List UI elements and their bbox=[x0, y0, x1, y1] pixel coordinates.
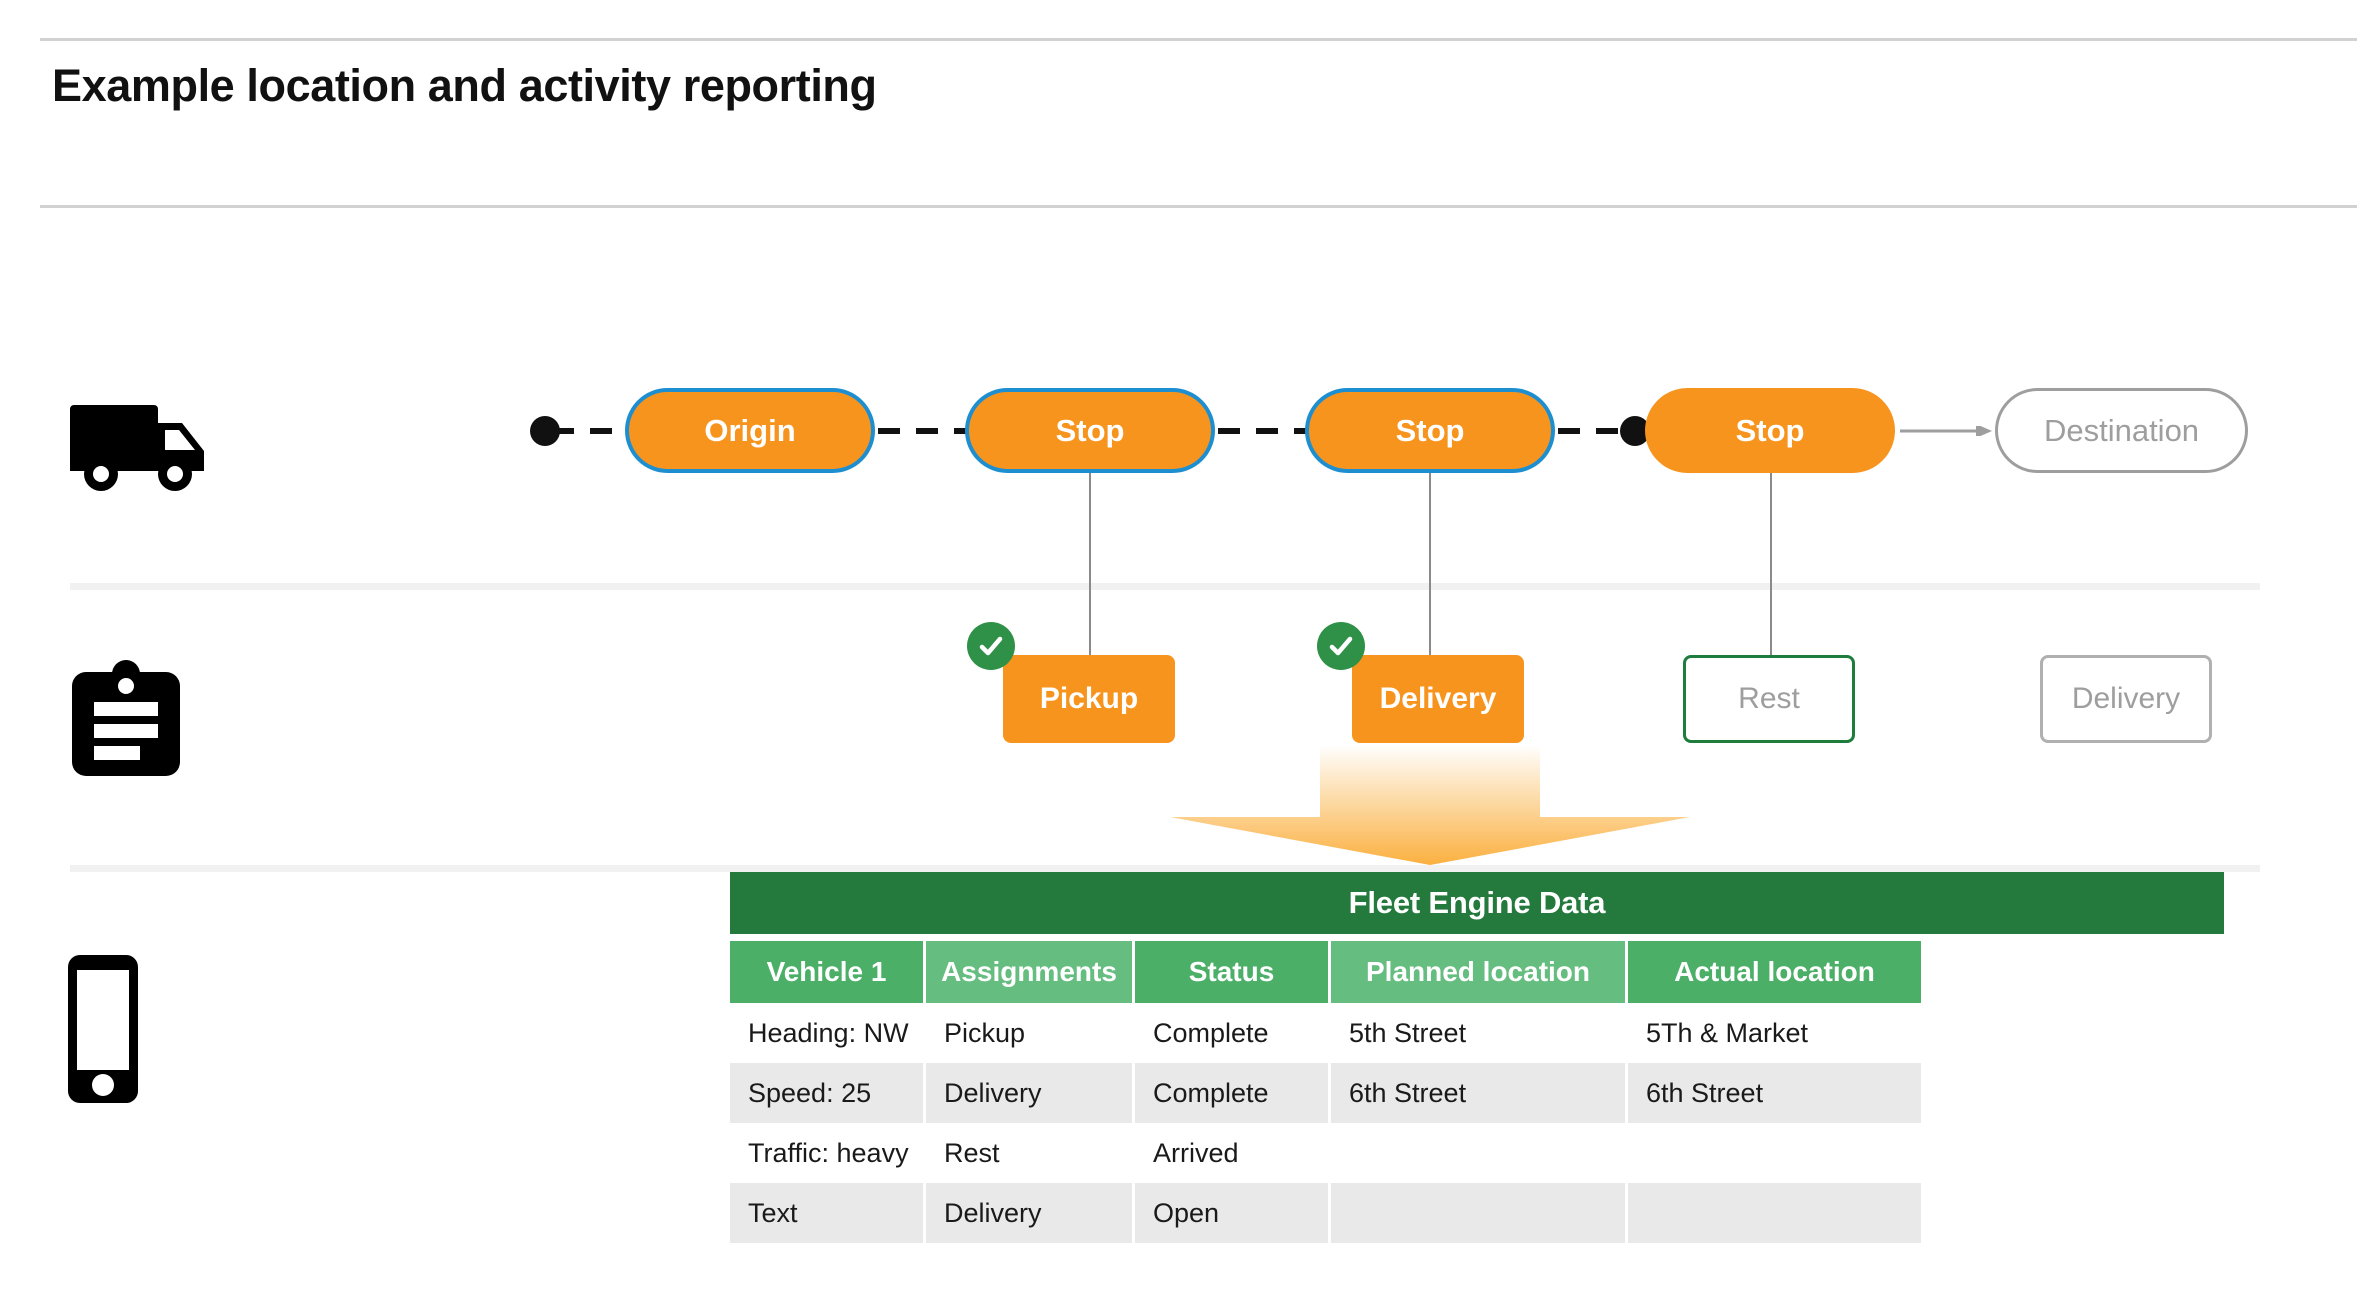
table-cell bbox=[1628, 1183, 1921, 1243]
route-stop-1[interactable]: Stop bbox=[965, 388, 1215, 473]
activity-card-label: Delivery bbox=[1379, 682, 1497, 715]
route-dash-segment bbox=[552, 428, 630, 434]
table-column-header-actual-location[interactable]: Actual location bbox=[1628, 941, 1921, 1003]
table-cell: Rest bbox=[926, 1123, 1135, 1183]
table-cell: Complete bbox=[1135, 1003, 1331, 1063]
route-destination[interactable]: Destination bbox=[1995, 388, 2248, 473]
table-cell: Traffic: heavy bbox=[730, 1123, 926, 1183]
activity-card-pickup[interactable]: Pickup bbox=[1003, 655, 1175, 743]
table-row[interactable]: Heading: NW Pickup Complete 5th Street 5… bbox=[730, 1003, 2224, 1063]
table-cell: Open bbox=[1135, 1183, 1331, 1243]
table-cell: 6th Street bbox=[1628, 1063, 1921, 1123]
table-cell bbox=[1331, 1123, 1628, 1183]
table-cell: Pickup bbox=[926, 1003, 1135, 1063]
check-circle-icon bbox=[967, 622, 1015, 670]
route-stop-label: Stop bbox=[1735, 412, 1805, 448]
table-cell bbox=[1628, 1123, 1921, 1183]
table-body: Heading: NW Pickup Complete 5th Street 5… bbox=[730, 1003, 2224, 1243]
route-stop-3[interactable]: Stop bbox=[1645, 388, 1895, 473]
route-stop-2[interactable]: Stop bbox=[1305, 388, 1555, 473]
activity-card-label: Pickup bbox=[1039, 682, 1139, 715]
activity-card-delivery[interactable]: Delivery bbox=[1352, 655, 1524, 743]
table-cell: Text bbox=[730, 1183, 926, 1243]
route-dash-segment bbox=[1218, 428, 1308, 434]
truck-icon bbox=[70, 405, 220, 510]
table-row[interactable]: Text Delivery Open bbox=[730, 1183, 2224, 1243]
table-column-header-planned-location[interactable]: Planned location bbox=[1331, 941, 1628, 1003]
table-cell: 5th Street bbox=[1331, 1003, 1628, 1063]
route-to-activity-connector bbox=[1770, 473, 1772, 658]
clipboard-icon bbox=[70, 660, 182, 783]
table-cell: Heading: NW bbox=[730, 1003, 926, 1063]
route-stop-label: Stop bbox=[1395, 412, 1465, 448]
table-column-header-status[interactable]: Status bbox=[1135, 941, 1331, 1003]
table-cell: Delivery bbox=[926, 1183, 1135, 1243]
route-to-activity-connector bbox=[1429, 473, 1431, 658]
header-top-rule bbox=[40, 38, 2357, 41]
activity-card-label: Rest bbox=[1738, 682, 1800, 715]
route-section-separator bbox=[70, 583, 2260, 590]
table-cell bbox=[1331, 1183, 1628, 1243]
table-cell: 5Th & Market bbox=[1628, 1003, 1921, 1063]
activity-section-separator bbox=[70, 865, 2260, 872]
phone-icon bbox=[68, 955, 138, 1108]
table-column-header-vehicle[interactable]: Vehicle 1 bbox=[730, 941, 926, 1003]
table-header-row: Vehicle 1 Assignments Status Planned loc… bbox=[730, 941, 2224, 1003]
route-stop-origin[interactable]: Origin bbox=[625, 388, 875, 473]
route-stop-label: Destination bbox=[2043, 412, 2200, 448]
table-cell: Arrived bbox=[1135, 1123, 1331, 1183]
route-dash-segment bbox=[1558, 428, 1648, 434]
route-arrow-icon bbox=[1900, 426, 1992, 436]
table-cell: Complete bbox=[1135, 1063, 1331, 1123]
route-stop-label: Stop bbox=[1055, 412, 1125, 448]
table-column-header-assignments[interactable]: Assignments bbox=[926, 941, 1135, 1003]
table-cell: 6th Street bbox=[1331, 1063, 1628, 1123]
table-cell: Delivery bbox=[926, 1063, 1135, 1123]
route-dash-segment bbox=[878, 428, 968, 434]
table-cell: Speed: 25 bbox=[730, 1063, 926, 1123]
page-title: Example location and activity reporting bbox=[52, 60, 877, 111]
activity-card-delivery-open[interactable]: Delivery bbox=[2040, 655, 2212, 743]
table-title: Fleet Engine Data bbox=[730, 872, 2224, 934]
activity-card-rest[interactable]: Rest bbox=[1683, 655, 1855, 743]
header-bottom-rule bbox=[40, 205, 2357, 208]
arrow-down-icon bbox=[1170, 745, 1690, 865]
table-row[interactable]: Speed: 25 Delivery Complete 6th Street 6… bbox=[730, 1063, 2224, 1123]
route-stop-label: Origin bbox=[704, 412, 796, 448]
check-circle-icon bbox=[1317, 622, 1365, 670]
activity-card-label: Delivery bbox=[2071, 682, 2181, 715]
route-to-activity-connector bbox=[1089, 473, 1091, 658]
table-row[interactable]: Traffic: heavy Rest Arrived bbox=[730, 1123, 2224, 1183]
fleet-engine-table: Fleet Engine Data Vehicle 1 Assignments … bbox=[730, 872, 2224, 1243]
